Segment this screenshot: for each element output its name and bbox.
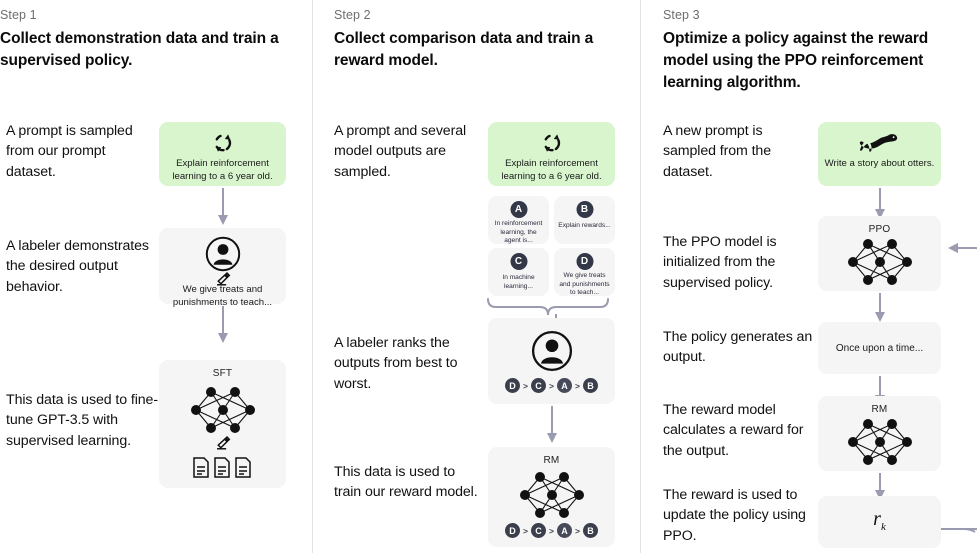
step-1-caption-1: A prompt is sampled from our prompt data… xyxy=(6,123,133,180)
output-card-b[interactable]: B Explain rewards... xyxy=(554,196,615,244)
step-3-rm-title: RM xyxy=(871,404,888,415)
step-2-caption-1: A prompt and several model outputs are s… xyxy=(334,123,467,180)
reward-r: r xyxy=(873,508,881,530)
rank-pill-1: D xyxy=(505,378,521,393)
step-3-caption-4: The reward model calculates a reward for… xyxy=(663,402,804,459)
step-2-title: Collect comparison data and train a rewa… xyxy=(334,30,594,69)
step-2-label: Step 2 xyxy=(334,8,371,22)
refresh-cycle-icon xyxy=(159,132,286,154)
step-3-arrow-4 xyxy=(873,473,887,501)
step-1-prompt-box[interactable]: Explain reinforcement learning to a 6 ye… xyxy=(159,122,286,186)
output-card-c[interactable]: C In machine learning... xyxy=(488,248,549,296)
step-3-output-box[interactable]: Once upon a time... xyxy=(818,322,941,374)
step-1-column: Step 1 Collect demonstration data and tr… xyxy=(0,0,312,553)
step-3-prompt-text: Write a story about otters. xyxy=(824,158,935,169)
step-2-prompt-box[interactable]: Explain reinforcement learning to a 6 ye… xyxy=(488,122,615,186)
refresh-cycle-icon xyxy=(488,132,615,154)
step-3-title: Optimize a policy against the reward mod… xyxy=(663,30,929,91)
person-icon xyxy=(159,236,286,272)
labeler-ranking: D > C > A > B xyxy=(488,378,615,393)
step-1-caption-3: This data is used to fine-tune GPT-3.5 w… xyxy=(6,392,158,449)
step-2-caption-3: This data is used to train our reward mo… xyxy=(334,464,478,501)
step-1-caption-2: A labeler demonstrates the desired outpu… xyxy=(6,238,149,295)
rm-rank-pill-1: D xyxy=(505,523,521,538)
step-2-rm-box[interactable]: RM D xyxy=(488,447,615,547)
step-2-prompt-text: Explain reinforcement learning to a 6 ye… xyxy=(501,158,602,182)
step-3-arrow-1 xyxy=(873,188,887,220)
neural-network-icon xyxy=(159,384,286,436)
rm-rank-sep-3: > xyxy=(574,525,580,536)
output-card-d[interactable]: D We give treats and punishments to teac… xyxy=(554,248,615,296)
step-1-labeler-text: We give treats and punishments to teach.… xyxy=(172,284,273,308)
step-3-caption-3: The policy generates an output. xyxy=(663,329,813,366)
step-1-prompt-text: Explain reinforcement learning to a 6 ye… xyxy=(172,158,273,182)
step-2-column: Step 2 Collect comparison data and train… xyxy=(313,0,640,553)
output-badge-d: D xyxy=(576,253,593,270)
step-1-sft-title: SFT xyxy=(212,368,233,379)
step-1-sft-box[interactable]: SFT xyxy=(159,360,286,488)
output-text-b: Explain rewards... xyxy=(558,222,611,229)
rm-rank-pill-2: C xyxy=(531,523,547,538)
step-3-prompt-box[interactable]: Write a story about otters. xyxy=(818,122,941,186)
output-text-c: In machine learning... xyxy=(502,274,535,290)
pencil-icon xyxy=(159,436,286,450)
output-card-a[interactable]: A In reinforcement learning, the agent i… xyxy=(488,196,549,244)
output-text-d: We give treats and punishments to teach.… xyxy=(559,272,610,297)
step-1-arrow-2 xyxy=(216,306,230,344)
rm-rank-sep-2: > xyxy=(549,525,554,536)
otter-icon xyxy=(818,132,941,154)
step-3-label: Step 3 xyxy=(663,8,700,22)
step-1-title: Collect demonstration data and train a s… xyxy=(0,30,279,69)
step-3-column: Step 3 Optimize a policy against the rew… xyxy=(641,0,977,553)
neural-network-icon xyxy=(818,416,941,468)
output-text-a: In reinforcement learning, the agent is.… xyxy=(494,220,543,245)
step-3-caption-1: A new prompt is sampled from the dataset… xyxy=(663,123,772,180)
rank-pill-4: B xyxy=(582,378,598,393)
reward-subscript: k xyxy=(880,521,886,533)
step-2-rm-title: RM xyxy=(543,455,560,466)
rm-rank-sep-1: > xyxy=(523,525,529,536)
rm-ranking: D > C > A > B xyxy=(488,523,615,538)
step-3-arrow-2 xyxy=(873,293,887,323)
step-1-arrow-1 xyxy=(216,188,230,226)
step-3-reward-box[interactable]: rk xyxy=(818,496,941,548)
step-3-ppo-title: PPO xyxy=(868,224,891,235)
step-3-output-text: Once upon a time... xyxy=(835,343,924,354)
step-3-feedback-arrow xyxy=(937,240,977,533)
step-2-caption-2: A labeler ranks the outputs from best to… xyxy=(334,335,458,392)
output-badge-c: C xyxy=(510,253,527,270)
neural-network-icon xyxy=(818,236,941,288)
rank-sep-2: > xyxy=(549,380,554,391)
reward-symbol: rk xyxy=(818,508,941,533)
person-icon xyxy=(488,330,615,372)
rank-pill-3: A xyxy=(556,378,572,393)
neural-network-icon xyxy=(488,469,615,521)
pencil-icon xyxy=(159,272,286,286)
output-badge-b: B xyxy=(576,201,593,218)
documents-icon xyxy=(159,456,286,480)
column-divider-2 xyxy=(640,0,641,553)
step-2-arrow-2 xyxy=(545,406,559,444)
step-1-labeler-box[interactable]: We give treats and punishments to teach.… xyxy=(159,228,286,308)
rm-rank-pill-4: B xyxy=(582,523,598,538)
step-3-rm-box[interactable]: RM xyxy=(818,396,941,471)
step-3-ppo-box[interactable]: PPO xyxy=(818,216,941,291)
step-2-labeler-box[interactable]: D > C > A > B xyxy=(488,318,615,404)
step-3-caption-5: The reward is used to update the policy … xyxy=(663,487,806,544)
column-divider-1 xyxy=(312,0,313,553)
rm-rank-pill-3: A xyxy=(556,523,572,538)
rank-sep-3: > xyxy=(574,380,580,391)
step-3-caption-2: The PPO model is initialized from the su… xyxy=(663,234,777,291)
rank-pill-2: C xyxy=(531,378,547,393)
step-1-label: Step 1 xyxy=(0,8,37,22)
rank-sep-1: > xyxy=(523,380,529,391)
output-badge-a: A xyxy=(510,201,527,218)
